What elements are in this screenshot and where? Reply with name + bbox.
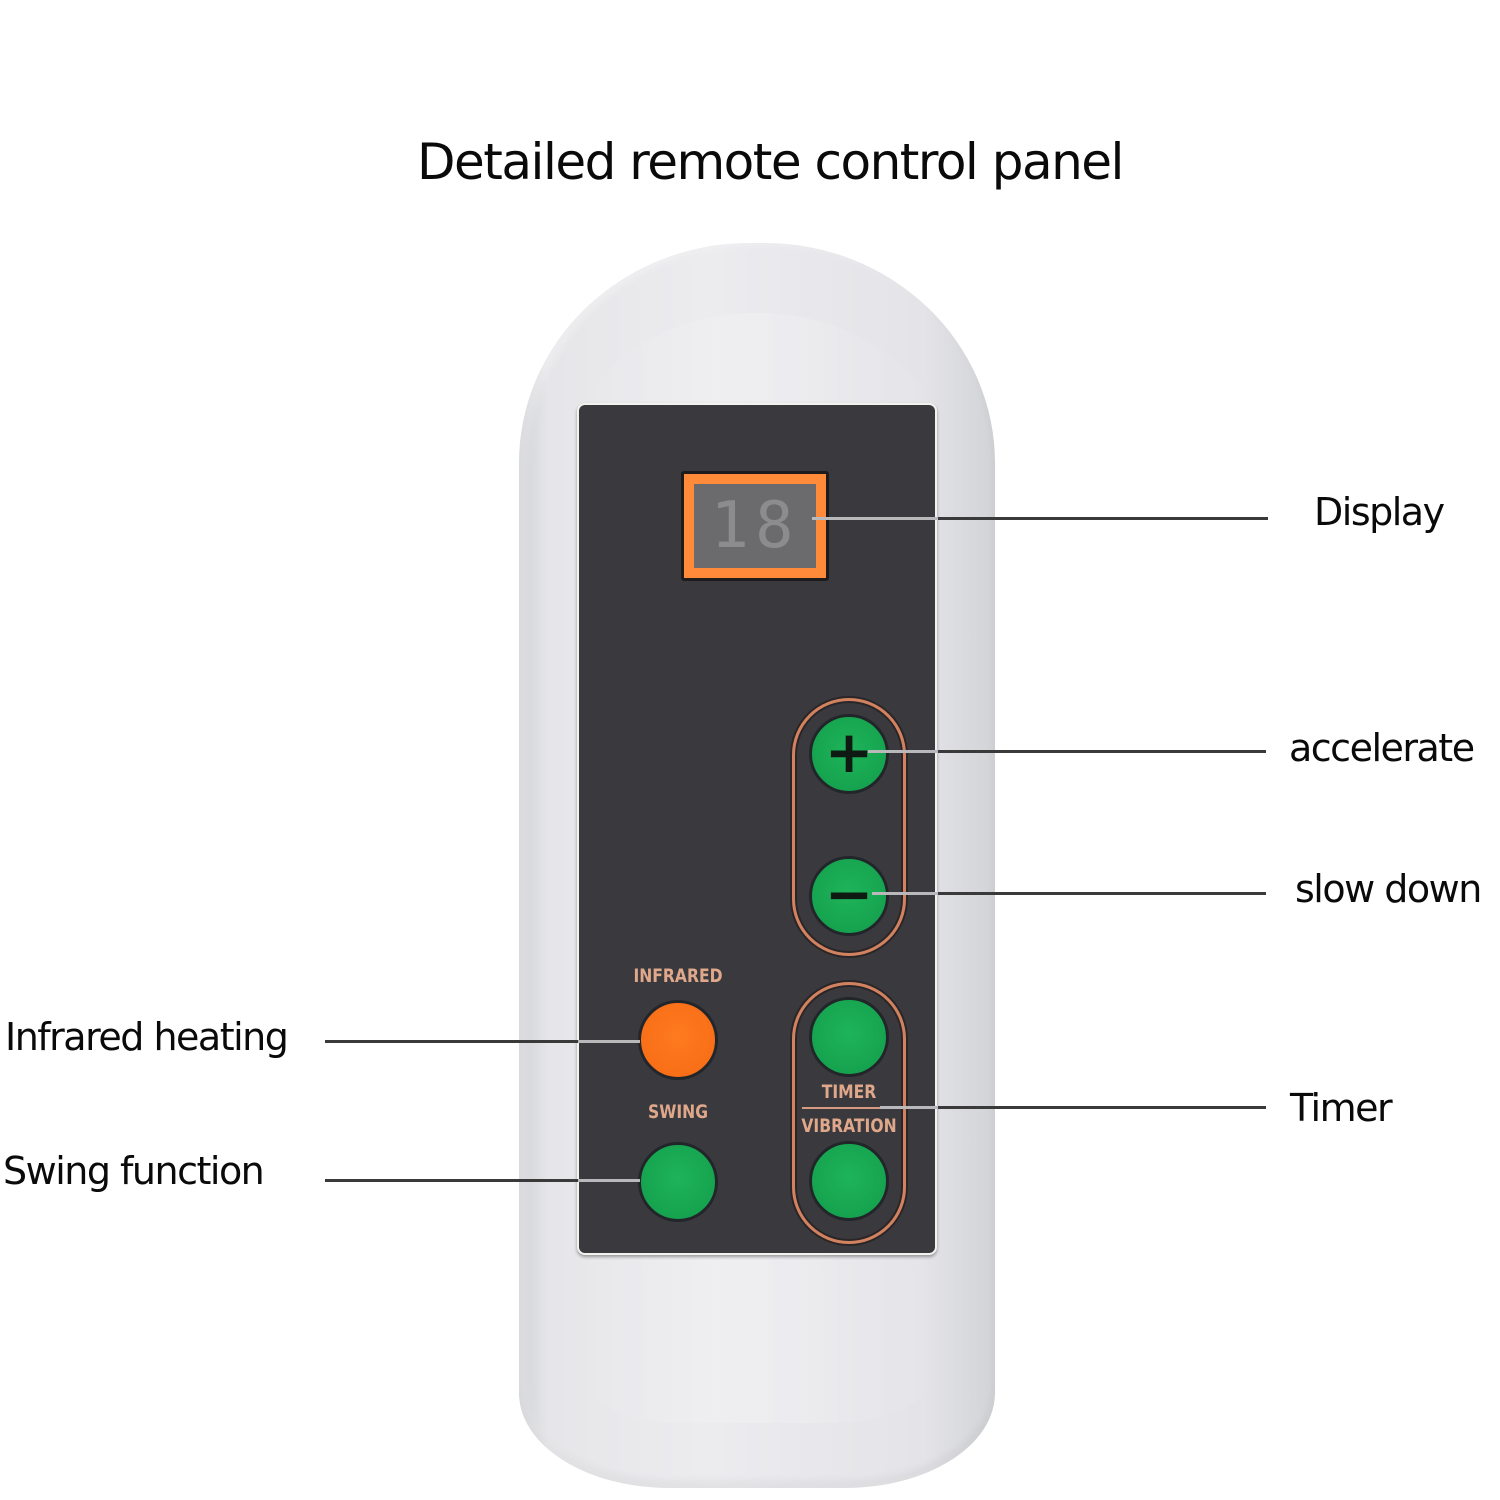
- swing-leader-inner: [578, 1179, 640, 1182]
- timer-label: TIMER: [821, 1081, 877, 1103]
- infrared-leader-inner: [578, 1040, 640, 1043]
- accelerate-leader: [938, 750, 1266, 753]
- display-leader: [938, 517, 1268, 520]
- slow-down-leader: [938, 892, 1266, 895]
- timer-callout: Timer: [1290, 1086, 1393, 1130]
- timer-leader: [938, 1106, 1266, 1109]
- swing-label: SWING: [647, 1101, 709, 1123]
- plus-icon: +: [824, 718, 874, 786]
- timer-vibration-divider: [802, 1107, 896, 1109]
- page-title: Detailed remote control panel: [417, 133, 1124, 191]
- infrared-button[interactable]: [638, 1000, 718, 1080]
- timer-button-group-outline: [792, 982, 906, 1244]
- speed-button-group-outline: [792, 698, 906, 956]
- swing-button[interactable]: [638, 1142, 718, 1222]
- swing-function-callout: Swing function: [3, 1149, 265, 1193]
- display-screen: 18: [694, 484, 816, 568]
- display-leader-inner: [812, 517, 938, 520]
- accelerate-callout: accelerate: [1289, 726, 1475, 770]
- minus-icon: −: [824, 860, 874, 928]
- slow-down-callout: slow down: [1295, 867, 1482, 911]
- slow-down-leader-inner: [872, 892, 938, 895]
- vibration-label: VIBRATION: [801, 1115, 897, 1137]
- display: 18: [681, 471, 829, 581]
- accelerate-leader-inner: [868, 750, 938, 753]
- infrared-label: INFRARED: [633, 965, 723, 987]
- infrared-leader: [325, 1040, 578, 1043]
- display-callout: Display: [1314, 490, 1445, 534]
- infrared-heating-callout: Infrared heating: [5, 1015, 289, 1059]
- accelerate-button[interactable]: +: [809, 714, 889, 794]
- slow-down-button[interactable]: −: [809, 856, 889, 936]
- vibration-button[interactable]: [809, 1141, 889, 1221]
- timer-button[interactable]: [809, 997, 889, 1077]
- timer-leader-inner: [880, 1106, 938, 1109]
- swing-leader: [325, 1179, 578, 1182]
